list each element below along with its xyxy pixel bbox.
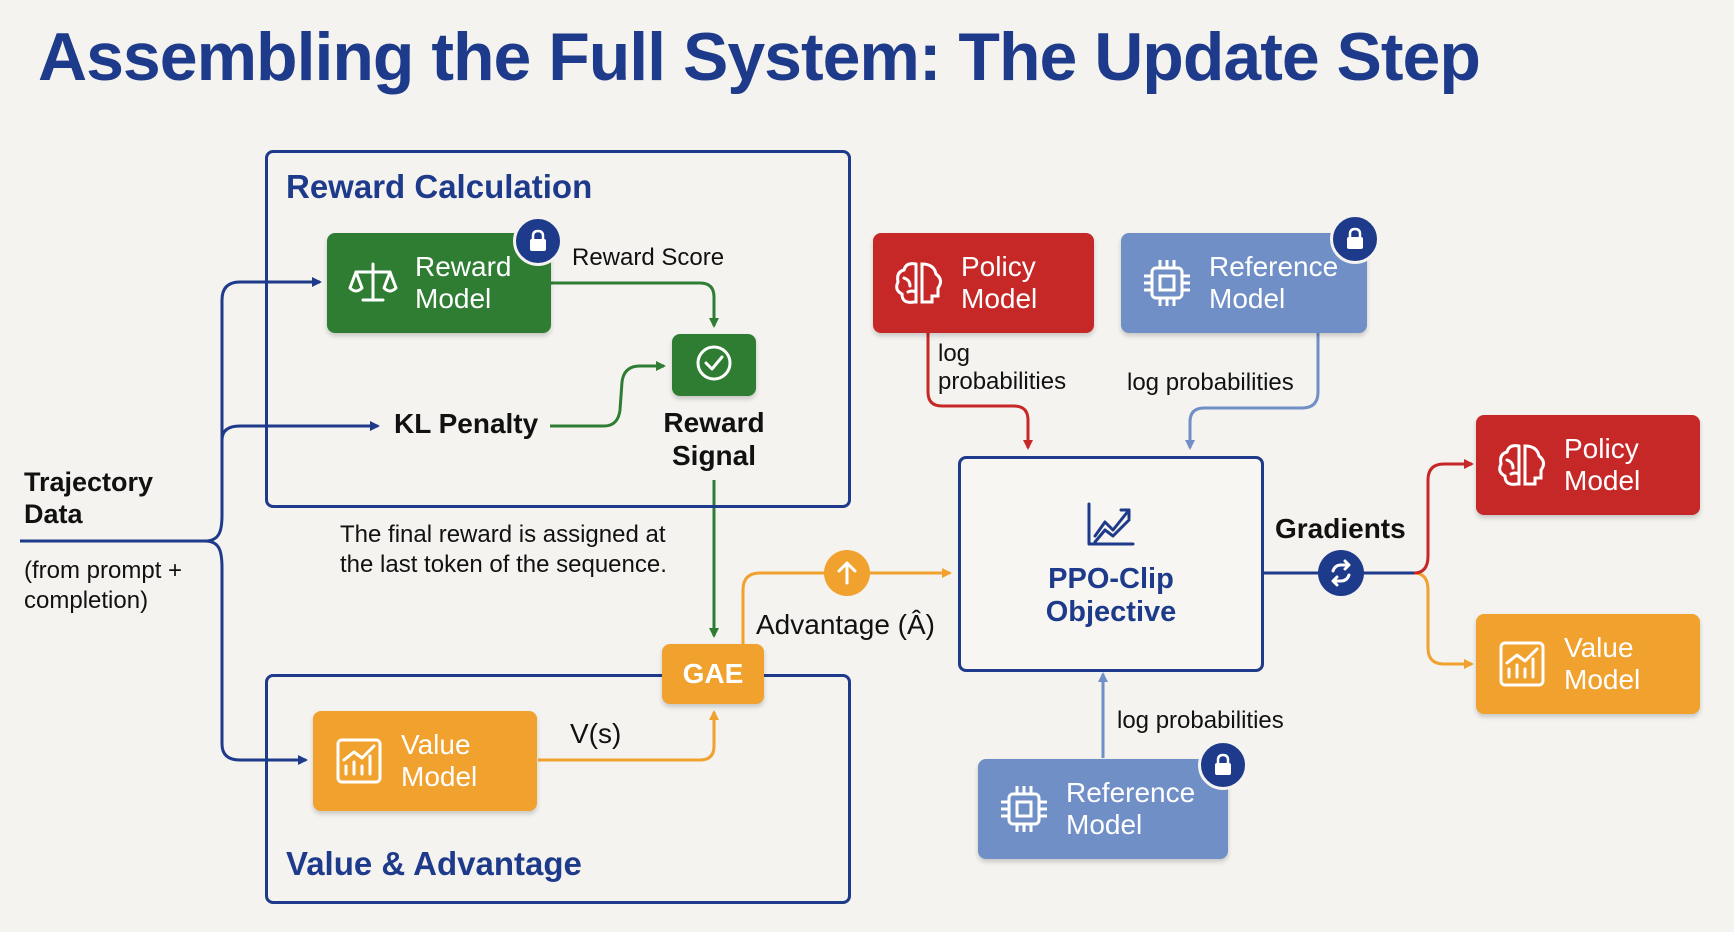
ppo-clip-objective-box: PPO-Clip Objective: [958, 456, 1264, 672]
lock-icon: [513, 216, 563, 266]
arrow-reward-score: [550, 281, 719, 328]
trajectory-data-sub: (from prompt + completion): [24, 557, 183, 614]
chart-icon: [331, 733, 387, 789]
reward-signal-box: [672, 334, 756, 396]
chip-icon: [996, 781, 1052, 837]
value-model-label: Value Model: [401, 729, 478, 792]
brain-icon: [891, 255, 947, 311]
reference-bottom-log-prob-label: log probabilities: [1117, 707, 1284, 734]
arrow-to-policy-out: [1413, 459, 1474, 575]
value-advantage-title: Value & Advantage: [286, 845, 582, 882]
scales-icon: [345, 255, 401, 311]
brain-icon: [1494, 437, 1550, 493]
up-arrow-icon: [824, 550, 870, 596]
ppo-clip-objective-label: PPO-Clip Objective: [1045, 562, 1177, 628]
value-model-box: Value Model: [313, 711, 537, 811]
reward-model-box: Reward Model: [327, 233, 551, 333]
reference-model-top-box: Reference Model: [1121, 233, 1367, 333]
lock-icon: [1198, 740, 1248, 790]
page-title: Assembling the Full System: The Update S…: [38, 19, 1481, 95]
arrow-to-value-out: [1413, 571, 1474, 669]
lock-icon: [1330, 214, 1380, 264]
gae-box: GAE: [662, 644, 764, 704]
final-reward-note: The final reward is assigned at the last…: [340, 521, 667, 578]
reference-model-top-label: Reference Model: [1209, 251, 1339, 314]
trend-chart-icon: [1085, 500, 1137, 553]
arrow-to-value-model: [204, 539, 308, 765]
reference-top-log-prob-label: log probabilities: [1127, 369, 1294, 396]
chip-icon: [1139, 255, 1195, 311]
arrow-vs-to-gae: [538, 710, 719, 762]
reference-model-bottom-label: Reference Model: [1066, 777, 1196, 840]
reward-calculation-group: [265, 150, 851, 508]
gradients-label: Gradients: [1275, 513, 1406, 544]
vs-label: V(s): [570, 718, 622, 749]
advantage-label: Advantage (Â): [756, 609, 935, 640]
policy-model-top-label: Policy Model: [961, 251, 1038, 314]
policy-model-top-box: Policy Model: [873, 233, 1094, 333]
arrow-policy-logprob: [926, 332, 1033, 450]
policy-model-out-label: Policy Model: [1564, 433, 1641, 496]
reward-signal-label: Reward Signal: [663, 407, 765, 471]
arrow-advantage: [741, 568, 952, 644]
reward-score-label: Reward Score: [572, 244, 725, 271]
reference-model-bottom-box: Reference Model: [978, 759, 1228, 859]
arrow-to-kl: [220, 421, 380, 441]
check-circle-icon: [694, 343, 734, 388]
value-model-out-box: Value Model: [1476, 614, 1700, 714]
policy-log-prob-label: log probabilities: [938, 340, 1067, 395]
value-model-out-label: Value Model: [1564, 632, 1641, 695]
arrow-ref-top-logprob: [1185, 332, 1320, 450]
sync-icon: [1318, 550, 1364, 596]
policy-model-out-box: Policy Model: [1476, 415, 1700, 515]
trajectory-data-label: Trajectory Data: [24, 467, 154, 529]
reward-model-label: Reward Model: [415, 251, 512, 314]
reward-calculation-title: Reward Calculation: [286, 168, 593, 205]
kl-penalty-label: KL Penalty: [394, 408, 539, 439]
arrow-to-reward-model: [204, 277, 322, 543]
chart-icon: [1494, 636, 1550, 692]
arrow-kl-to-signal: [550, 361, 666, 428]
value-advantage-group: [265, 674, 851, 904]
